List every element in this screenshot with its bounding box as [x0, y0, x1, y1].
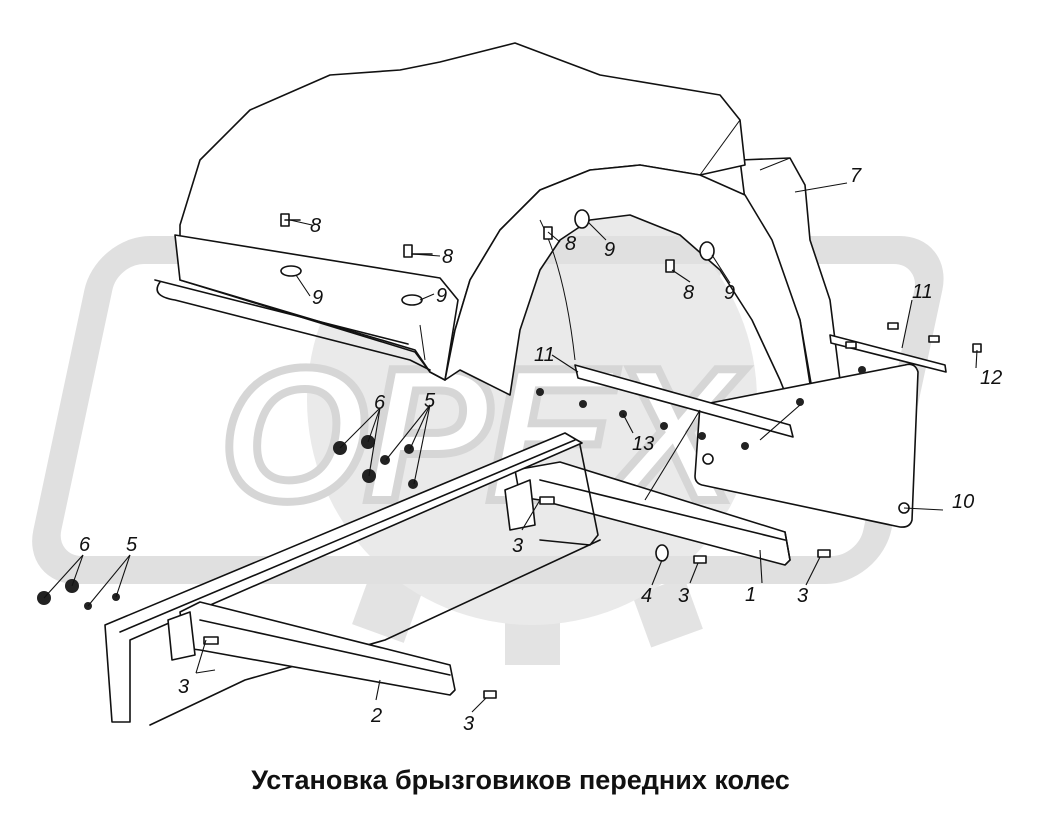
bolt-icon — [665, 259, 675, 273]
callout-9: 9 — [436, 285, 447, 307]
bolt-icon — [203, 636, 219, 645]
bolt-icon — [483, 690, 497, 699]
callout-labels: 7 8 8 8 8 9 9 9 9 11 11 12 6 5 13 10 3 6… — [79, 165, 1002, 735]
bolt-icon — [817, 549, 831, 558]
callout-3: 3 — [678, 585, 689, 607]
washer-icon — [404, 444, 414, 454]
callout-8: 8 — [565, 233, 576, 255]
bolt-icon — [280, 213, 301, 227]
callout-11: 11 — [912, 281, 933, 303]
nut-icon — [741, 442, 749, 450]
nut-icon — [698, 432, 706, 440]
callout-3: 3 — [178, 676, 189, 698]
nut-icon — [858, 366, 866, 374]
bolt-icon — [693, 555, 707, 564]
nut-icon — [796, 398, 804, 406]
figure-caption: Установка брызговиков передних колес — [251, 765, 790, 795]
fender-part-7 — [154, 42, 841, 441]
callout-4: 4 — [641, 585, 652, 607]
bolt-icon — [543, 226, 553, 240]
bolt-icon — [887, 322, 899, 330]
callout-7: 7 — [850, 165, 862, 187]
callout-8: 8 — [683, 282, 694, 304]
nut-icon — [660, 422, 668, 430]
callout-12: 12 — [980, 367, 1002, 389]
bracket-part-1 — [504, 461, 791, 566]
callout-8: 8 — [442, 246, 453, 268]
callout-6: 6 — [374, 392, 386, 414]
callout-11: 11 — [534, 344, 555, 366]
callout-6: 6 — [79, 534, 91, 556]
washer-icon — [574, 209, 590, 229]
callout-10: 10 — [952, 491, 974, 513]
callout-8: 8 — [310, 215, 321, 237]
strip-part-11-front — [574, 364, 794, 438]
washer-icon — [401, 294, 423, 306]
washer-icon — [655, 544, 669, 562]
bolt-icon — [845, 341, 857, 349]
callout-3: 3 — [512, 535, 523, 557]
nut-icon — [536, 388, 544, 396]
nut-icon — [579, 400, 587, 408]
mudflap-part-10 — [694, 363, 919, 528]
callout-9: 9 — [724, 282, 735, 304]
washer-icon — [408, 479, 418, 489]
strip-part-11-rear — [829, 334, 947, 373]
hardware — [37, 209, 982, 699]
callout-9: 9 — [312, 287, 323, 309]
washer-icon — [699, 241, 715, 261]
bolt-icon — [539, 496, 555, 505]
callout-9: 9 — [604, 239, 615, 261]
bolt-icon — [928, 335, 940, 343]
callout-5: 5 — [126, 534, 138, 556]
leader-lines — [43, 182, 978, 713]
washer-icon — [280, 265, 302, 277]
callout-5: 5 — [424, 390, 436, 412]
callout-2: 2 — [370, 705, 382, 727]
callout-13: 13 — [632, 433, 654, 455]
callout-3: 3 — [463, 713, 474, 735]
callout-3: 3 — [797, 585, 808, 607]
callout-1: 1 — [745, 584, 756, 606]
bracket-part-2 — [167, 601, 456, 696]
